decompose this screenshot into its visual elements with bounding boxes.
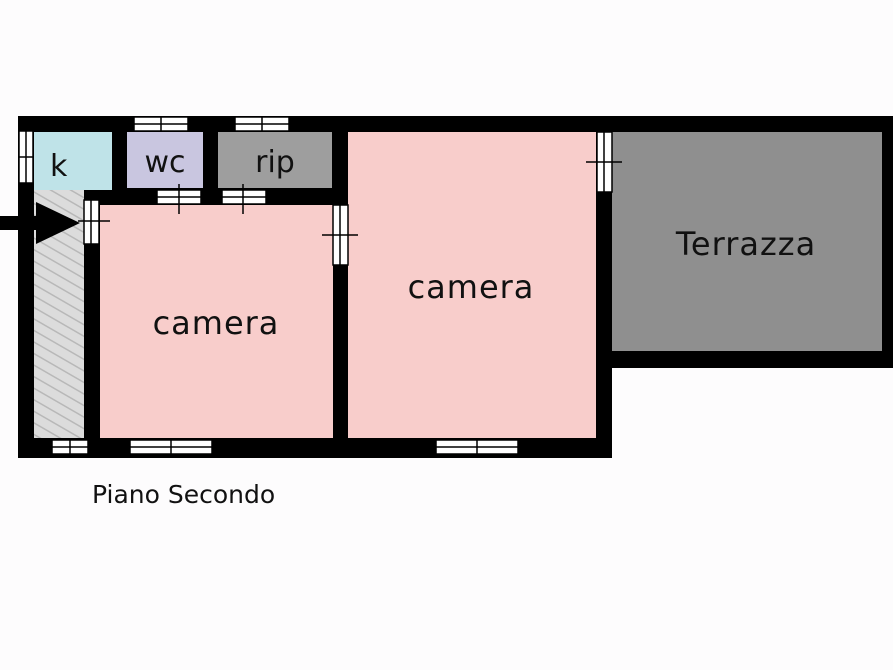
storage-room — [218, 132, 332, 188]
door-terrace[interactable] — [586, 131, 622, 193]
window-wc-top — [133, 116, 189, 132]
bedroom-left-room — [100, 205, 333, 438]
door-bedroom-left-west[interactable] — [78, 199, 110, 245]
floor-label: Piano Secondo — [92, 480, 276, 509]
window-bedroom-right-bottom — [435, 439, 519, 455]
door-bedroom-left-east[interactable] — [322, 204, 358, 266]
window-kitchen-left — [18, 130, 34, 184]
window-corridor-bottom — [51, 439, 89, 455]
door-wc[interactable] — [156, 184, 202, 214]
door-storage[interactable] — [221, 184, 267, 214]
bedroom-right-label: camera — [408, 268, 535, 306]
wc-label: wc — [144, 145, 185, 180]
storage-label: rip — [255, 145, 295, 180]
kitchen-room — [34, 132, 112, 190]
terrace-room — [612, 132, 882, 351]
terrace-label: Terrazza — [675, 225, 816, 263]
entrance-arrow-icon — [0, 202, 80, 244]
bedroom-right-room — [348, 132, 596, 438]
window-bedroom-left-bottom — [129, 439, 213, 455]
wc-room — [127, 132, 203, 188]
kitchen-label: k — [50, 149, 68, 184]
window-storage-top — [234, 116, 290, 132]
bedroom-left-label: camera — [153, 304, 280, 342]
